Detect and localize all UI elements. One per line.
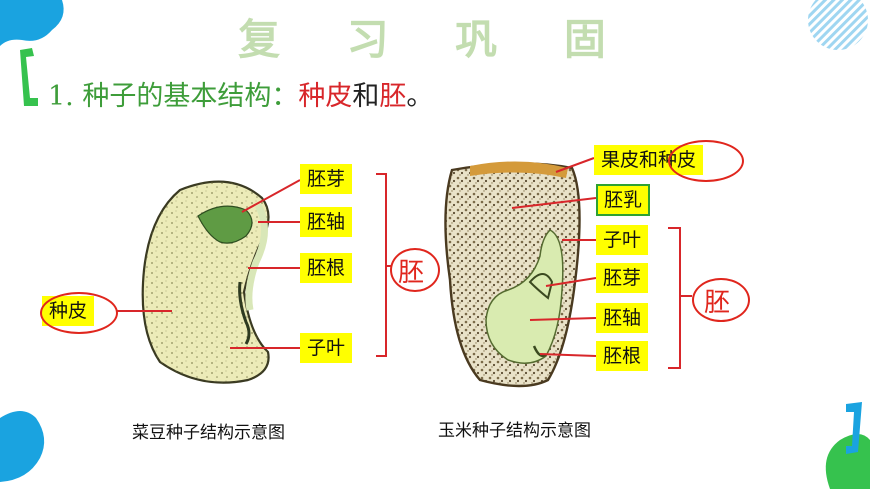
bean-plumule-label: 胚芽: [300, 164, 353, 194]
bean-embryo-label: 胚: [398, 258, 425, 288]
corn-hypocotyl-label: 胚轴: [596, 303, 649, 333]
top-left-blob-decor: [0, 0, 64, 46]
bean-hypocotyl-label: 胚轴: [300, 207, 353, 237]
corn-radicle-label: 胚根: [596, 341, 649, 371]
top-right-striped-circle-decor: [808, 0, 868, 50]
corn-pericarp-prefix: 果皮和: [601, 149, 659, 171]
heading-seed-coat: 种皮: [298, 81, 353, 112]
bean-leader-lines: [116, 173, 392, 357]
bottom-right-blob-decor: [825, 434, 870, 489]
heading-and: 和: [352, 81, 380, 112]
bean-embryo-ring: [390, 248, 440, 292]
bean-seed-coat-ring: [40, 292, 118, 334]
corn-seed-illustration: [444, 161, 581, 388]
corn-leader-lines: [511, 157, 692, 369]
heading-embryo: 胚: [379, 81, 407, 112]
corn-caption: 玉米种子结构示意图: [438, 421, 591, 441]
corn-plumule-label: 胚芽: [596, 263, 649, 293]
bean-caption: 菜豆种子结构示意图: [132, 423, 285, 443]
corn-endosperm-label: 胚乳: [596, 184, 651, 216]
bean-radicle-label: 胚根: [300, 253, 353, 283]
heading-end: 。: [406, 81, 434, 112]
bottom-left-blob-decor: [0, 411, 45, 482]
bottom-right-bracket-decor: [846, 402, 862, 454]
corn-seed-coat-ring: [668, 140, 744, 182]
top-left-bracket-decor: [20, 48, 38, 106]
heading-prefix: 1. 种子的基本结构：: [48, 81, 299, 112]
slide-title: 复 习 巩 固: [238, 15, 632, 64]
corn-embryo-label: 胚: [704, 288, 731, 318]
bean-cotyledon-label: 子叶: [300, 333, 353, 363]
section-heading: 1. 种子的基本结构：种皮和胚。: [48, 74, 433, 113]
corn-embryo-ring: [692, 278, 750, 322]
corn-cotyledon-label: 子叶: [596, 225, 649, 255]
bean-seed-illustration: [141, 180, 270, 384]
